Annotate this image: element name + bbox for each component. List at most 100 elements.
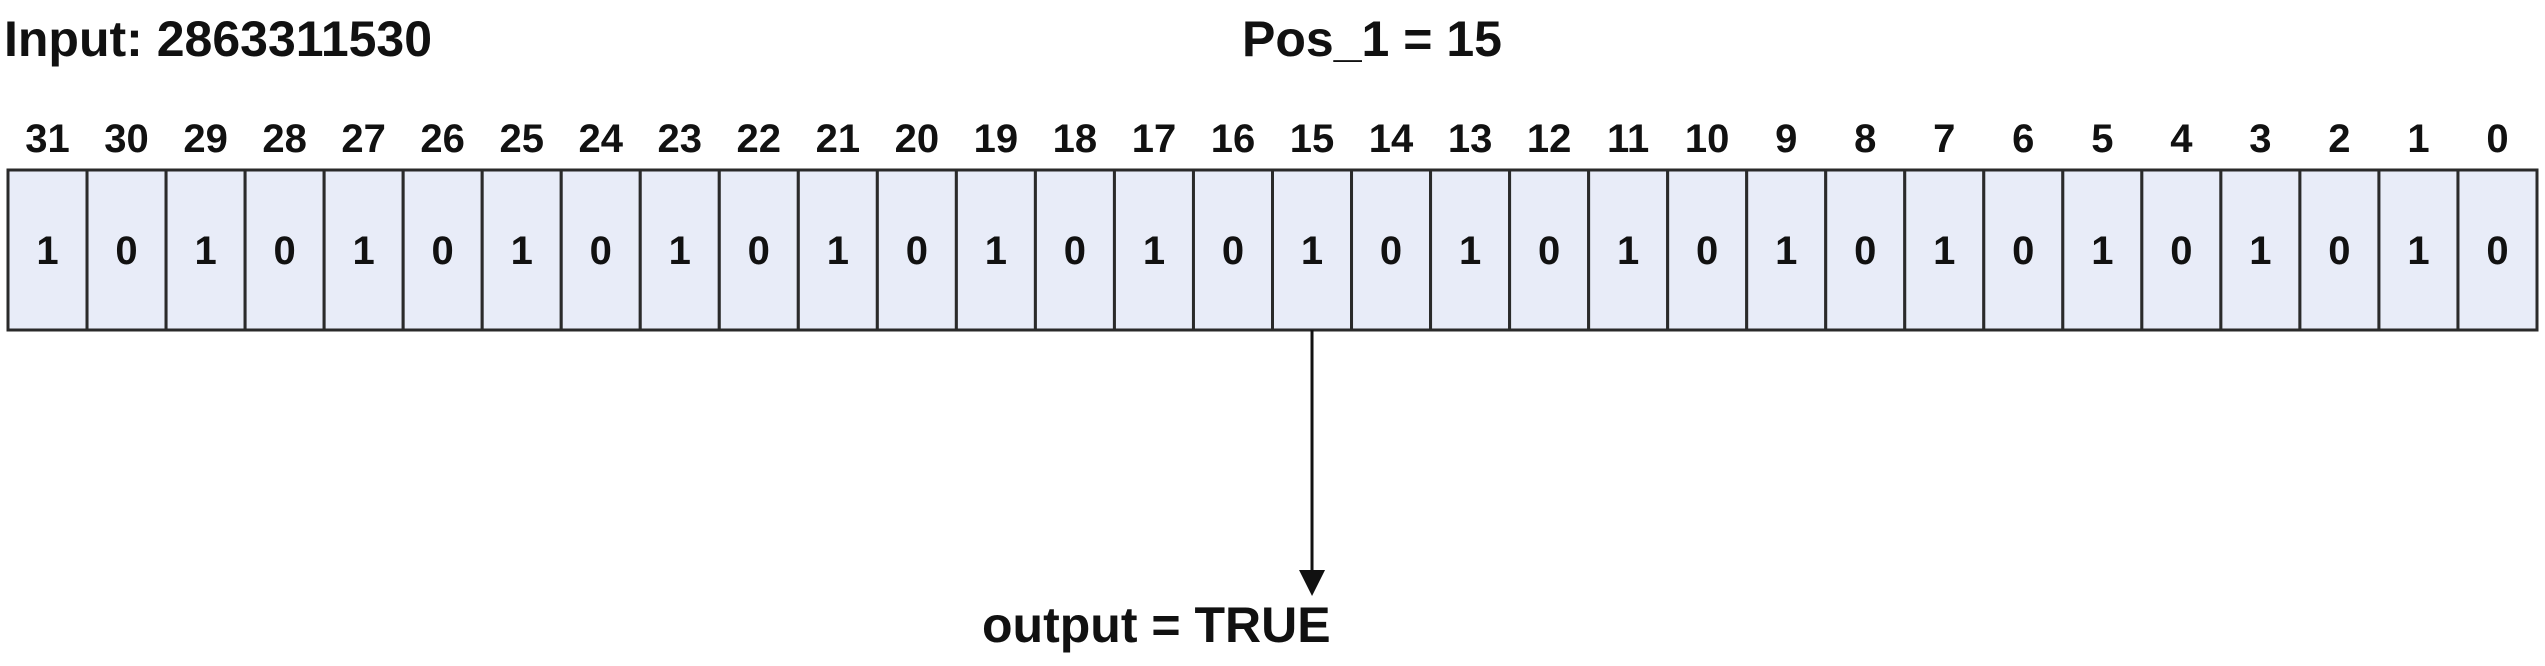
- bit-value: 0: [2170, 229, 2192, 273]
- bit-position-label: 25: [499, 117, 544, 161]
- input-label: Input:: [4, 11, 143, 67]
- bit-value: 1: [353, 229, 375, 273]
- bit-cell-8: [1824, 168, 1907, 332]
- bit-position-label: 23: [658, 117, 703, 161]
- bit-cell-12: [1508, 168, 1591, 332]
- bit-position-label: 16: [1211, 117, 1256, 161]
- bit-cell-19: [954, 168, 1037, 332]
- bit-position-label: 15: [1290, 117, 1335, 161]
- bit-cell-15: [1271, 168, 1354, 332]
- bit-position-label: 9: [1775, 117, 1797, 161]
- bit-value: 0: [1064, 229, 1086, 273]
- bit-value: 1: [2091, 229, 2113, 273]
- bit-value: 1: [2249, 229, 2271, 273]
- output-value: TRUE: [1194, 597, 1331, 653]
- selection-arrow: [1299, 330, 1326, 596]
- bit-cell-3: [2219, 168, 2302, 332]
- bit-cell-25: [480, 168, 563, 332]
- input-value: 2863311530: [156, 11, 433, 67]
- bit-value: 1: [1617, 229, 1639, 273]
- bit-cell-23: [638, 168, 721, 332]
- bit-value: 0: [1854, 229, 1876, 273]
- bit-value: 1: [36, 229, 58, 273]
- bit-position-label: 14: [1369, 117, 1414, 161]
- bit-cell-16: [1191, 168, 1274, 332]
- bit-cell-31: [6, 168, 89, 332]
- bit-value: 1: [1775, 229, 1797, 273]
- bit-position-label: 12: [1527, 117, 1572, 161]
- bit-value: 1: [985, 229, 1007, 273]
- bit-cell-6: [1982, 168, 2065, 332]
- bit-position-label: 20: [895, 117, 940, 161]
- bit-cell-29: [164, 168, 247, 332]
- bit-position-label: 19: [974, 117, 1019, 161]
- bit-position-label: 7: [1933, 117, 1955, 161]
- bit-cell-18: [1033, 168, 1116, 332]
- bit-position-label: 10: [1685, 117, 1730, 161]
- bit-position-label: 28: [262, 117, 307, 161]
- bit-value: 0: [115, 229, 137, 273]
- bit-cells: [6, 168, 2539, 332]
- bit-position-label: 3: [2249, 117, 2271, 161]
- bit-value: 0: [2328, 229, 2350, 273]
- bit-value: 0: [2012, 229, 2034, 273]
- bit-position-label: 18: [1053, 117, 1098, 161]
- position-line: Pos_1 = 15: [1242, 14, 1502, 64]
- bit-position-label: 4: [2170, 117, 2193, 161]
- bit-value: 0: [1696, 229, 1718, 273]
- bit-position-label: 27: [341, 117, 386, 161]
- pos-value: 15: [1446, 11, 1502, 67]
- bit-cell-2: [2298, 168, 2381, 332]
- bit-value: 1: [2407, 229, 2429, 273]
- bit-position-label: 2: [2328, 117, 2350, 161]
- bit-cell-5: [2061, 168, 2144, 332]
- bit-position-label: 8: [1854, 117, 1876, 161]
- bit-value: 1: [827, 229, 849, 273]
- bit-cell-0: [2456, 168, 2539, 332]
- bit-cell-22: [717, 168, 800, 332]
- bit-position-label: 31: [25, 117, 70, 161]
- bit-value: 0: [1380, 229, 1402, 273]
- bit-position-label: 17: [1132, 117, 1177, 161]
- bit-position-label: 22: [737, 117, 782, 161]
- bit-value: 1: [1933, 229, 1955, 273]
- bit-value: 1: [1459, 229, 1481, 273]
- bit-cell-1: [2377, 168, 2460, 332]
- bit-position-label: 29: [183, 117, 228, 161]
- output-line: output = TRUE: [982, 600, 1331, 650]
- bit-position-label: 6: [2012, 117, 2034, 161]
- pos-label: Pos_1 =: [1242, 11, 1433, 67]
- bit-value: 1: [1143, 229, 1165, 273]
- bit-value: 1: [194, 229, 216, 273]
- bit-position-label: 5: [2091, 117, 2113, 161]
- bit-value: 0: [906, 229, 928, 273]
- arrow-head-icon: [1299, 570, 1326, 596]
- bit-position-label: 1: [2407, 117, 2429, 161]
- bit-value: 1: [669, 229, 691, 273]
- bit-cell-21: [796, 168, 879, 332]
- bit-value: 0: [748, 229, 770, 273]
- bit-value: 0: [2486, 229, 2508, 273]
- bit-position-label: 13: [1448, 117, 1493, 161]
- bit-cell-17: [1112, 168, 1195, 332]
- bit-cell-10: [1666, 168, 1749, 332]
- bit-position-label: 11: [1607, 117, 1649, 161]
- bit-value: 0: [1538, 229, 1560, 273]
- bit-value: 0: [432, 229, 454, 273]
- input-line: Input: 2863311530: [4, 14, 432, 64]
- bit-cell-11: [1587, 168, 1670, 332]
- bit-position-label: 26: [420, 117, 465, 161]
- bit-value: 0: [273, 229, 295, 273]
- bit-value: 0: [590, 229, 612, 273]
- bit-position-label: 21: [816, 117, 861, 161]
- output-label: output =: [982, 597, 1181, 653]
- bit-position-label: 30: [104, 117, 149, 161]
- bit-value: 1: [511, 229, 533, 273]
- bit-value: 0: [1222, 229, 1244, 273]
- bit-cell-26: [401, 168, 484, 332]
- bit-cell-27: [322, 168, 405, 332]
- bit-cell-30: [85, 168, 168, 332]
